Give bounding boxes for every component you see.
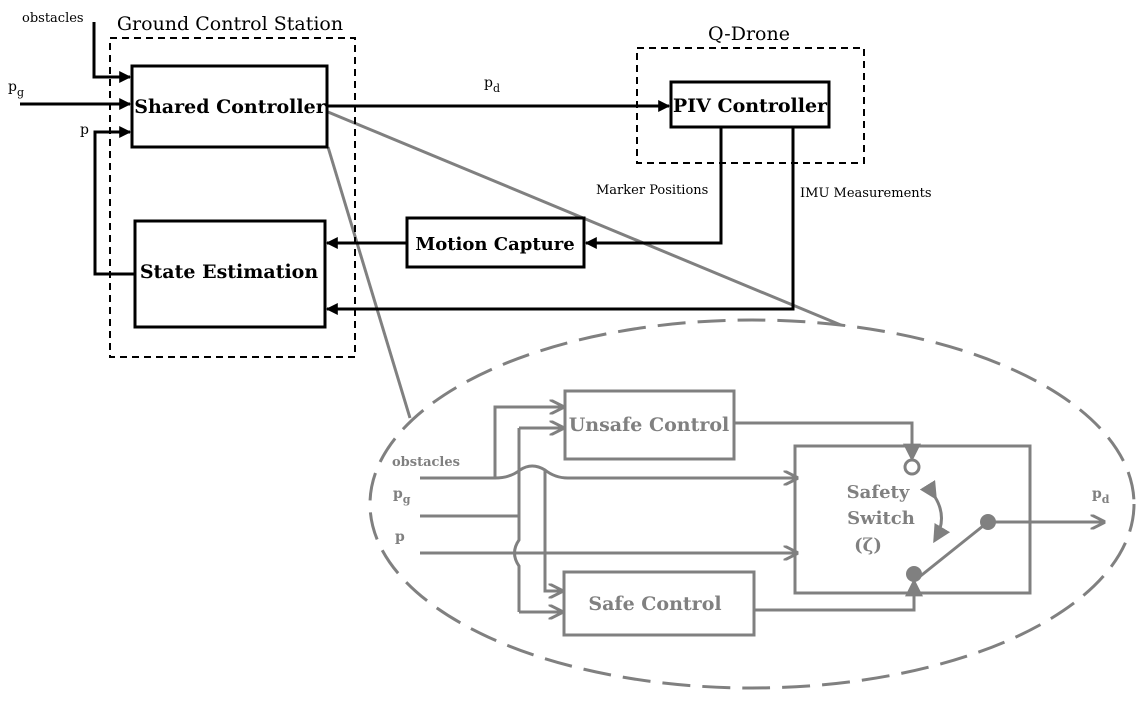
state-estimation-block: State Estimation bbox=[133, 219, 327, 329]
imu-measurements-label: IMU Measurements bbox=[800, 186, 932, 201]
detail-obstacles-to-unsafe bbox=[493, 407, 563, 478]
unsafe-control-block: Unsafe Control bbox=[563, 389, 736, 461]
p-feedback-arrow bbox=[93, 126, 135, 276]
safety-switch-label-line3: (ζ) bbox=[854, 535, 882, 556]
detail-obstacles-label: obstacles bbox=[392, 455, 460, 470]
q-drone-label: Q-Drone bbox=[708, 23, 790, 45]
safety-switch-label-line2: Switch bbox=[847, 508, 915, 529]
switch-unsafe-contact bbox=[903, 458, 921, 476]
pg-label: pg bbox=[8, 79, 24, 99]
detail-unsafe-output bbox=[734, 421, 921, 462]
safe-control-block: Safe Control bbox=[562, 570, 756, 637]
shared-controller-block: Shared Controller bbox=[130, 64, 329, 149]
safe-control-label: Safe Control bbox=[588, 593, 721, 615]
marker-positions-arrow bbox=[584, 127, 723, 249]
detail-switch-lever bbox=[917, 520, 989, 580]
motion-capture-block: Motion Capture bbox=[405, 216, 586, 269]
detail-switch-toggle-arrow bbox=[919, 480, 951, 544]
detail-pd-label: pd bbox=[1092, 486, 1110, 506]
detail-wiring bbox=[420, 407, 1104, 612]
detail-obstacles-to-switch bbox=[420, 464, 797, 478]
imu-measurements-arrow bbox=[325, 127, 795, 315]
zoom-line-upper bbox=[327, 110, 849, 330]
piv-controller-block: PIV Controller bbox=[669, 80, 831, 129]
safety-switch-label-line1: Safety bbox=[847, 482, 910, 503]
switch-pivot bbox=[980, 514, 996, 530]
zoom-line-lower bbox=[326, 146, 412, 419]
unsafe-control-label: Unsafe Control bbox=[569, 414, 730, 436]
state-estimation-label: State Estimation bbox=[140, 261, 319, 283]
obstacles-label: obstacles bbox=[22, 11, 84, 26]
motion-capture-label: Motion Capture bbox=[415, 234, 574, 255]
obstacles-arrow bbox=[92, 22, 132, 83]
ground-control-station-label: Ground Control Station bbox=[117, 13, 343, 35]
shared-controller-label: Shared Controller bbox=[134, 96, 326, 118]
switch-safe-contact bbox=[906, 566, 922, 582]
pd-label: pd bbox=[484, 75, 500, 95]
p-label: p bbox=[80, 122, 89, 138]
detail-safe-output bbox=[754, 578, 923, 612]
detail-p-label: p bbox=[395, 529, 405, 545]
piv-controller-label: PIV Controller bbox=[673, 95, 828, 117]
ground-control-station-group bbox=[109, 37, 356, 358]
detail-pg-label: pg bbox=[393, 486, 411, 506]
marker-positions-label: Marker Positions bbox=[596, 183, 708, 198]
detail-obstacles-to-safe bbox=[543, 470, 562, 591]
